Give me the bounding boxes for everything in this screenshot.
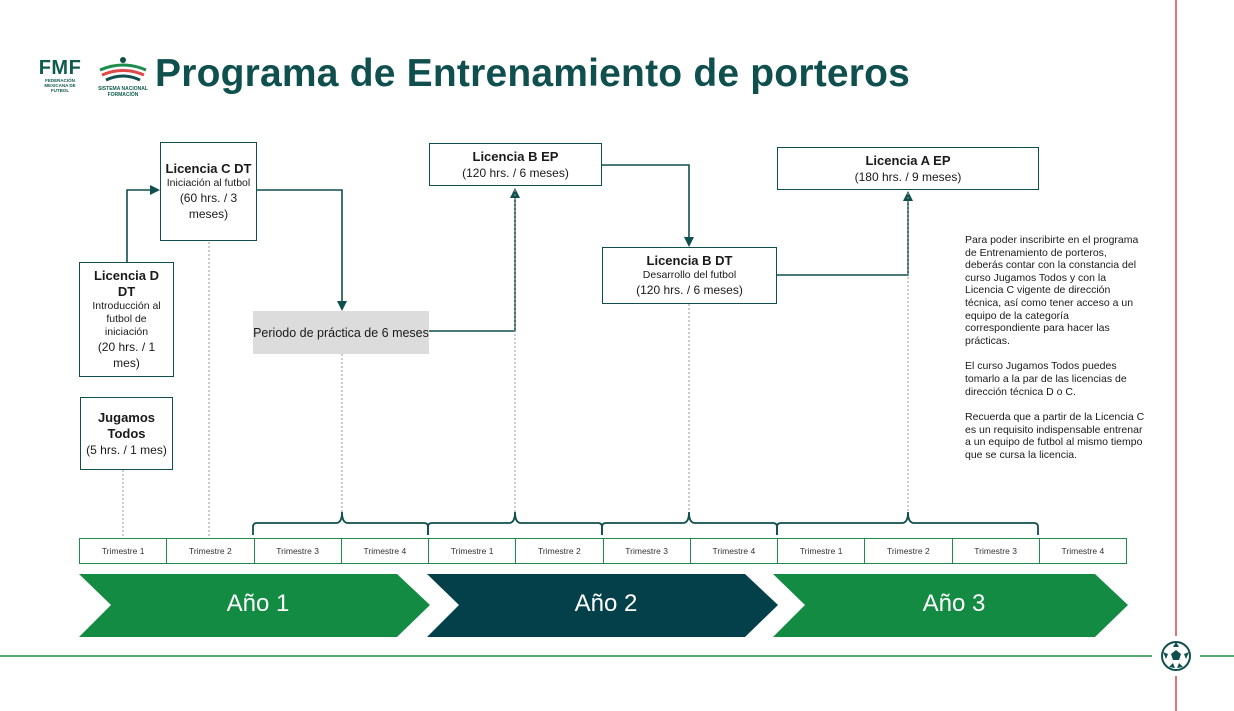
fmf-logo: FMF FEDERACIÓN MEXICANA DE FUTBOL [37, 58, 83, 93]
quarter-cell: Trimestre 3 [603, 538, 691, 564]
note-paragraph: Para poder inscribirte en el programa de… [965, 234, 1139, 347]
licencia-d-title: Licencia D DT [93, 268, 160, 299]
note-paragraph: Recuerda que a partir de la Licencia C e… [965, 411, 1145, 461]
licencia-a-ep-hours: (180 hrs. / 9 meses) [854, 169, 962, 184]
period-braces [252, 511, 1039, 535]
quarter-cell: Trimestre 2 [167, 538, 255, 564]
sistema-nacional-logo: SISTEMA NACIONAL FORMACIÓN [96, 56, 150, 98]
jugamos-todos-hours: (5 hrs. / 1 mes) [86, 442, 167, 457]
fmf-logo-subtext: FEDERACIÓN MEXICANA DE FUTBOL [44, 78, 76, 93]
requirements-notes: Para poder inscribirte en el programa de… [965, 234, 1145, 475]
quarter-cell: Trimestre 1 [778, 538, 866, 564]
licencia-d-hours: (20 hrs. / 1 mes) [97, 340, 156, 370]
year-1-chevron [79, 574, 430, 637]
licencia-d-box: Licencia D DT Introducción al futbol de … [79, 262, 174, 377]
year-3-label: Año 3 [922, 590, 986, 617]
quarters-row: Trimestre 1 Trimestre 2 Trimestre 3 Trim… [79, 538, 1127, 564]
licencia-b-dt-desc: Desarrollo del futbol [642, 269, 737, 281]
year-1-label: Año 1 [226, 590, 290, 617]
soccer-ball-icon [1161, 641, 1191, 671]
licencia-c-box: Licencia C DT Iniciación al futbol (60 h… [160, 142, 257, 241]
licencia-b-ep-box: Licencia B EP (120 hrs. / 6 meses) [429, 143, 602, 186]
quarter-cell: Trimestre 3 [952, 538, 1040, 564]
licencia-b-ep-title: Licencia B EP [472, 148, 559, 164]
year-2-chevron [427, 574, 778, 637]
quarter-cell: Trimestre 2 [516, 538, 604, 564]
licencia-c-hours: (60 hrs. / 3 meses) [179, 191, 238, 221]
jugamos-todos-title: Jugamos Todos [97, 409, 156, 441]
quarter-cell: Trimestre 4 [341, 538, 429, 564]
quarter-cell: Trimestre 1 [429, 538, 517, 564]
quarter-cell: Trimestre 4 [1039, 538, 1127, 564]
quarter-cell: Trimestre 1 [79, 538, 168, 564]
licencia-c-desc: Iniciación al futbol [166, 177, 251, 189]
quarter-cell: Trimestre 3 [254, 538, 342, 564]
note-paragraph: El curso Jugamos Todos puedes tomarlo a … [965, 360, 1127, 398]
year-3-chevron [773, 574, 1128, 637]
quarter-cell: Trimestre 4 [690, 538, 778, 564]
page-title: Programa de Entrenamiento de porteros [155, 52, 911, 95]
licencia-a-ep-title: Licencia A EP [865, 152, 951, 168]
licencia-a-ep-box: Licencia A EP (180 hrs. / 9 meses) [777, 147, 1039, 190]
sistema-nacional-emblem-icon [99, 57, 147, 82]
fmf-logo-text: FMF [38, 57, 82, 79]
periodo-practica-box: Periodo de práctica de 6 meses [253, 311, 429, 354]
licencia-b-dt-box: Licencia B DT Desarrollo del futbol (120… [602, 247, 777, 304]
licencia-b-ep-hours: (120 hrs. / 6 meses) [462, 165, 569, 180]
licencia-b-dt-title: Licencia B DT [646, 253, 733, 268]
sistema-nacional-line1: SISTEMA NACIONAL [98, 86, 148, 92]
sistema-nacional-line2: FORMACIÓN [107, 91, 139, 98]
quarter-cell: Trimestre 2 [865, 538, 953, 564]
licencia-b-dt-hours: (120 hrs. / 6 meses) [636, 283, 743, 297]
licencia-d-desc: Introducción al futbol de iniciación [92, 300, 161, 338]
jugamos-todos-box: Jugamos Todos (5 hrs. / 1 mes) [80, 397, 173, 470]
year-2-label: Año 2 [574, 590, 638, 617]
licencia-c-title: Licencia C DT [165, 161, 252, 176]
